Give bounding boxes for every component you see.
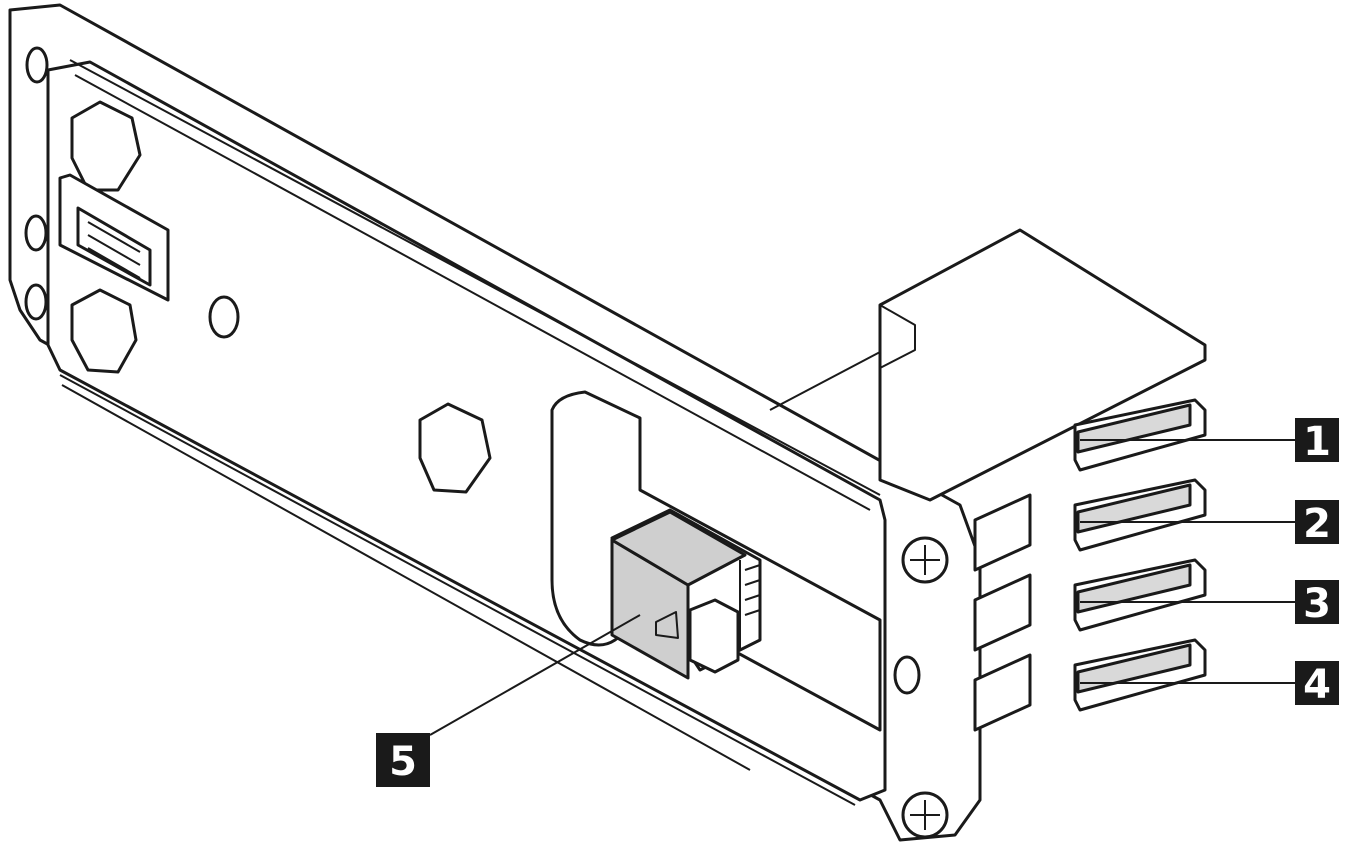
plate-hole	[208, 295, 240, 339]
side-rails	[973, 493, 1032, 732]
mounting-bracket	[8, 3, 982, 842]
pcie-slot-4	[1073, 638, 1207, 712]
hex-nut-center	[418, 402, 492, 494]
left-tab-holes	[24, 46, 49, 321]
callout-5-label: 5	[389, 739, 417, 785]
callout-2: 2	[1295, 500, 1339, 547]
riser-card	[769, 228, 1207, 502]
callout-3: 3	[1295, 580, 1339, 627]
callout-2-label: 2	[1303, 501, 1331, 547]
pcie-slot-3	[1073, 558, 1207, 632]
leader-lines	[429, 439, 1295, 736]
power-connector	[610, 508, 762, 680]
callout-3-label: 3	[1303, 581, 1331, 627]
pcie-slots	[1073, 398, 1207, 712]
pcie-slot-2	[1073, 478, 1207, 552]
callout-4: 4	[1295, 661, 1339, 708]
bracket-hole	[893, 655, 921, 695]
small-header-connector	[58, 173, 170, 302]
callout-5: 5	[376, 733, 430, 787]
callout-1-label: 1	[1303, 419, 1331, 465]
hex-nuts	[70, 100, 492, 494]
callout-4-label: 4	[1303, 662, 1331, 708]
leader-5	[429, 614, 641, 736]
callout-1: 1	[1295, 418, 1339, 465]
hex-nut-top	[70, 100, 142, 192]
screws	[893, 536, 949, 839]
hex-nut-bottom	[70, 288, 138, 374]
